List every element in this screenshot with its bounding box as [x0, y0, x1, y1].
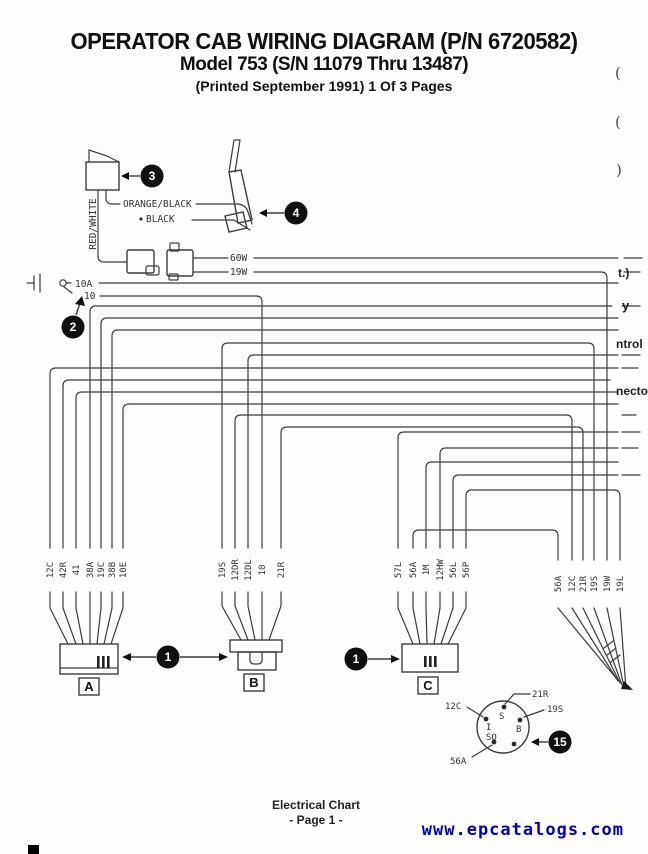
orange-black-wire-left	[105, 189, 121, 205]
connector-b-wires	[221, 591, 282, 641]
orange-black-wire-right	[195, 203, 253, 225]
wire-label: 10	[258, 565, 268, 576]
footer-page-number: - Page 1 -	[289, 813, 343, 827]
connector-c	[401, 643, 459, 673]
label-19w: 19W	[230, 267, 247, 278]
model-subtitle: Model 753 (S/N 11079 Thru 13487)	[179, 54, 469, 75]
wire-label: 21R	[579, 575, 589, 592]
switch-component-3	[85, 149, 120, 191]
wire-19w	[192, 271, 641, 561]
pin-s-label: S	[499, 712, 504, 722]
plug-connector-right	[166, 242, 194, 281]
edge-fragment-ntrol: ntrol	[616, 337, 643, 351]
connector-b	[229, 639, 283, 671]
lead-56a-label: 56A	[450, 757, 467, 767]
callout-4: 4	[259, 201, 308, 225]
wire-label: 56L	[449, 562, 459, 578]
edge-paren-1: (	[615, 64, 621, 82]
callout-2: 2	[61, 296, 85, 339]
connector-c-tag: C	[417, 676, 439, 695]
black-wire-bullet	[139, 217, 143, 221]
callout-2-number: 2	[70, 320, 77, 334]
wire-label: 19L	[616, 576, 626, 592]
wire-label: 12DR	[231, 559, 241, 581]
wire-label: 21R	[277, 561, 287, 578]
connector-a	[59, 643, 119, 675]
label-60w: 60W	[230, 253, 247, 264]
callout-4-number: 4	[293, 206, 300, 220]
callout-15-number: 15	[553, 735, 567, 749]
wire-label: 12C	[46, 562, 56, 578]
edge-paren-2: (	[615, 113, 621, 131]
callout-1-ab: 1	[122, 645, 228, 669]
connector-c-wires	[397, 591, 467, 645]
pin-i-label: I	[486, 723, 491, 733]
connector-a-tag: A	[78, 677, 100, 696]
lead-12c-label: 12C	[445, 702, 461, 712]
connector-b-letter: B	[249, 675, 258, 690]
edge-fragment-t: t.)	[618, 266, 629, 280]
scan-corner-mark	[28, 845, 39, 854]
right-group-wires	[557, 607, 633, 690]
wire-label: 19W	[603, 575, 613, 592]
black-wire	[191, 219, 251, 231]
wire-label: 10E	[119, 562, 129, 578]
watermark-url: www.epcatalogs.com	[421, 820, 624, 840]
callout-15: 15	[531, 730, 572, 754]
callout-3-number: 3	[149, 169, 156, 183]
connector-b-tag: B	[243, 673, 265, 692]
connector-a-wires	[49, 591, 124, 645]
pin-b-label: B	[516, 725, 521, 735]
wire-label: 12DL	[244, 559, 254, 581]
wire-label: 56P	[462, 561, 472, 578]
wire-label: 56A	[554, 575, 564, 592]
callout-1-c: 1	[344, 647, 400, 671]
label-10a: 10A	[75, 279, 92, 290]
lever-component-4	[224, 139, 253, 233]
lead-19s-label: 19S	[547, 705, 563, 715]
wire-10	[63, 286, 263, 549]
print-info: (Printed September 1991) 1 Of 3 Pages	[195, 78, 453, 94]
black-label: BLACK	[146, 214, 175, 225]
wire-label: 57L	[394, 562, 404, 578]
wire-label: 38B	[108, 562, 118, 578]
wire-label: 56A	[409, 561, 419, 578]
lead-21r-label: 21R	[532, 690, 549, 700]
edge-fragment-necto: necto	[616, 384, 648, 398]
pin-so-label: SO	[486, 733, 497, 743]
footer-chart-title: Electrical Chart	[271, 798, 361, 812]
wire-label: 19C	[97, 562, 107, 578]
wire-bus	[49, 305, 641, 561]
round-connector: S I B SO	[466, 693, 545, 758]
wire-label: 38A	[86, 561, 96, 578]
wire-label: 12C	[568, 576, 578, 592]
connector-c-letter: C	[423, 678, 433, 693]
label-10: 10	[84, 291, 96, 302]
red-white-wire	[97, 189, 128, 263]
red-white-label: RED/WHITE	[88, 198, 99, 250]
edge-fragment-y: y	[622, 298, 630, 313]
callout-1-number: 1	[353, 652, 360, 666]
wire-label: 41	[72, 565, 82, 576]
callout-1-number: 1	[165, 650, 172, 664]
orange-black-label: ORANGE/BLACK	[123, 199, 192, 210]
wire-label: 19S	[590, 576, 600, 592]
wire-label: 42R	[59, 561, 69, 578]
callout-3: 3	[121, 164, 164, 188]
wire-label: 12HW	[436, 559, 446, 581]
edge-paren-3: )	[616, 161, 622, 179]
fuse-symbol	[26, 273, 67, 293]
connector-a-letter: A	[84, 679, 94, 694]
wire-label: 1M	[422, 564, 432, 575]
plug-connector-left	[126, 249, 160, 276]
page-title: OPERATOR CAB WIRING DIAGRAM (P/N 6720582…	[70, 28, 578, 54]
wire-label: 19S	[218, 562, 228, 578]
